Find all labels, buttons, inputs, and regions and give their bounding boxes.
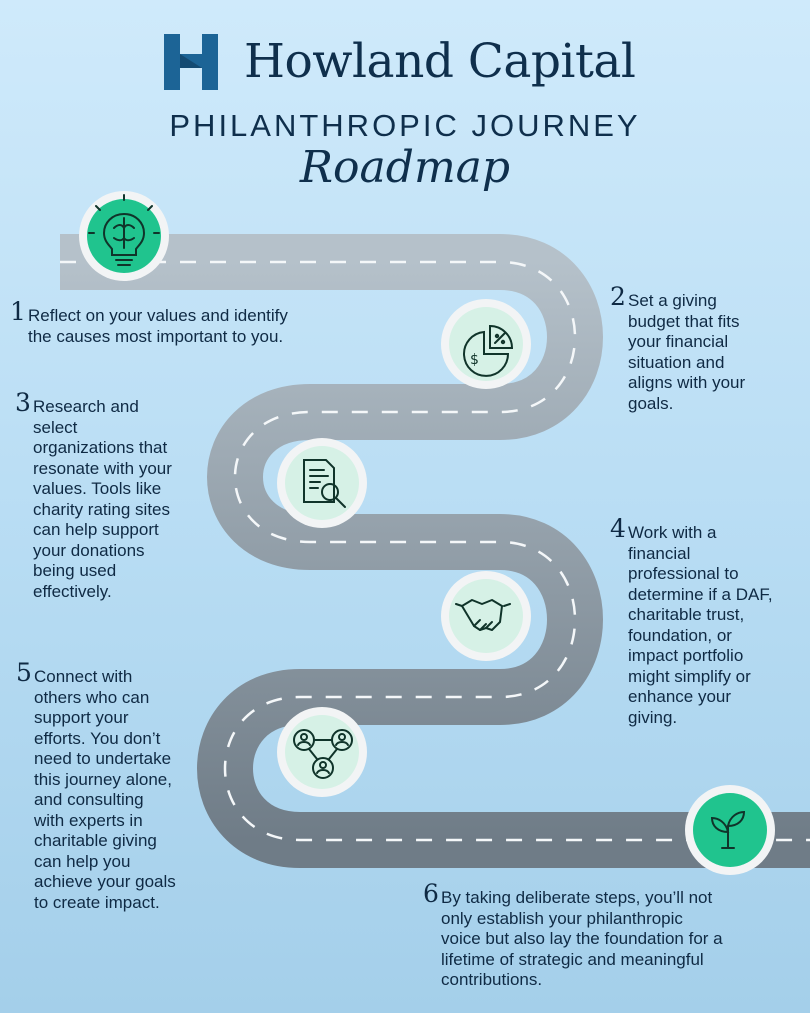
step-6-marker xyxy=(685,785,775,875)
brand-name: Howland Capital xyxy=(244,34,636,89)
step-line: charitable giving xyxy=(34,831,157,850)
step-number: 2 xyxy=(610,282,626,311)
step-line: can help you xyxy=(34,851,131,871)
step-line: goals. xyxy=(628,393,674,413)
step-1-marker xyxy=(79,191,169,281)
lightbulb-brain-icon xyxy=(88,194,160,266)
step-line: your financial xyxy=(628,332,729,351)
step-line: foundation, or xyxy=(628,625,732,645)
step-line: with experts in xyxy=(34,810,143,830)
step-5-text: 5 Connect with others who can support yo… xyxy=(16,660,211,913)
step-2-marker: $ xyxy=(441,299,531,389)
step-line: your donations xyxy=(33,540,145,560)
step-line: select xyxy=(33,417,78,437)
step-line: to create impact. xyxy=(34,892,160,912)
step-line: By taking deliberate steps, you’ll not xyxy=(441,888,713,907)
step-line: achieve your goals xyxy=(34,872,176,891)
step-number: 3 xyxy=(15,388,31,417)
handshake-icon xyxy=(455,599,511,631)
step-line: being used xyxy=(33,561,117,580)
step-line: Research and xyxy=(33,397,139,416)
step-line: resonate with your xyxy=(33,458,172,478)
network-people-icon xyxy=(293,729,353,779)
step-line: and consulting xyxy=(34,790,144,809)
step-5-marker xyxy=(277,707,367,797)
step-line: budget that fits xyxy=(628,311,740,331)
step-3-marker xyxy=(277,438,367,528)
step-line: can help support xyxy=(33,520,159,539)
step-line: effectively. xyxy=(33,581,112,601)
step-line: giving. xyxy=(628,707,678,727)
road-lane-dashes xyxy=(60,260,810,842)
step-number: 4 xyxy=(610,514,626,543)
step-line: Work with a xyxy=(628,523,717,542)
step-line: voice but also lay the foundation for a xyxy=(441,929,723,948)
step-line: Connect with xyxy=(34,667,133,686)
step-line: efforts. You don’t xyxy=(34,728,161,748)
step-line: charitable trust, xyxy=(628,605,745,624)
step-line: situation and xyxy=(628,352,725,372)
step-2-text: 2 Set a giving budget that fits your fin… xyxy=(610,284,800,414)
step-line: Reflect on your values and identify xyxy=(28,306,288,325)
page-subtitle: PHILANTHROPIC JOURNEY xyxy=(169,108,641,143)
step-line: need to undertake xyxy=(34,749,172,768)
step-number: 5 xyxy=(16,658,32,687)
step-3-text: 3 Research and select organizations that… xyxy=(15,390,205,602)
h-logo-icon xyxy=(164,34,218,90)
sprout-icon xyxy=(710,810,746,849)
step-line: Set a giving xyxy=(628,291,717,310)
svg-text:$: $ xyxy=(470,352,479,368)
step-line: others who can xyxy=(34,687,150,707)
step-4-text: 4 Work with a financial professional to … xyxy=(610,516,805,728)
step-line: this journey alone, xyxy=(34,769,172,789)
step-line: might simplify or xyxy=(628,666,751,686)
page-title: Roadmap xyxy=(299,142,511,193)
step-line: support your xyxy=(34,708,129,727)
budget-pie-chart-icon: $ xyxy=(463,324,514,377)
step-line: the causes most important to you. xyxy=(28,326,284,346)
brand-logo: Howland Capital xyxy=(160,32,650,94)
step-number: 1 xyxy=(10,297,26,326)
step-line: only establish your philanthropic xyxy=(441,908,683,928)
step-number: 6 xyxy=(423,879,439,908)
step-4-marker xyxy=(441,571,531,661)
document-search-icon xyxy=(303,459,346,508)
step-line: lifetime of strategic and meaningful xyxy=(441,949,704,969)
step-line: aligns with your xyxy=(628,373,746,392)
step-line: values. Tools like xyxy=(33,479,162,498)
step-line: impact portfolio xyxy=(628,646,744,665)
step-line: financial xyxy=(628,543,691,563)
step-line: organizations that xyxy=(33,438,168,457)
step-line: enhance your xyxy=(628,687,732,706)
step-line: professional to xyxy=(628,564,739,583)
step-line: determine if a DAF, xyxy=(628,584,773,604)
step-line: contributions. xyxy=(441,970,543,989)
step-line: charity rating sites xyxy=(33,499,170,519)
step-6-text: 6 By taking deliberate steps, you’ll not… xyxy=(423,881,783,991)
step-1-text: 1 Reflect on your values and identify th… xyxy=(10,299,340,347)
